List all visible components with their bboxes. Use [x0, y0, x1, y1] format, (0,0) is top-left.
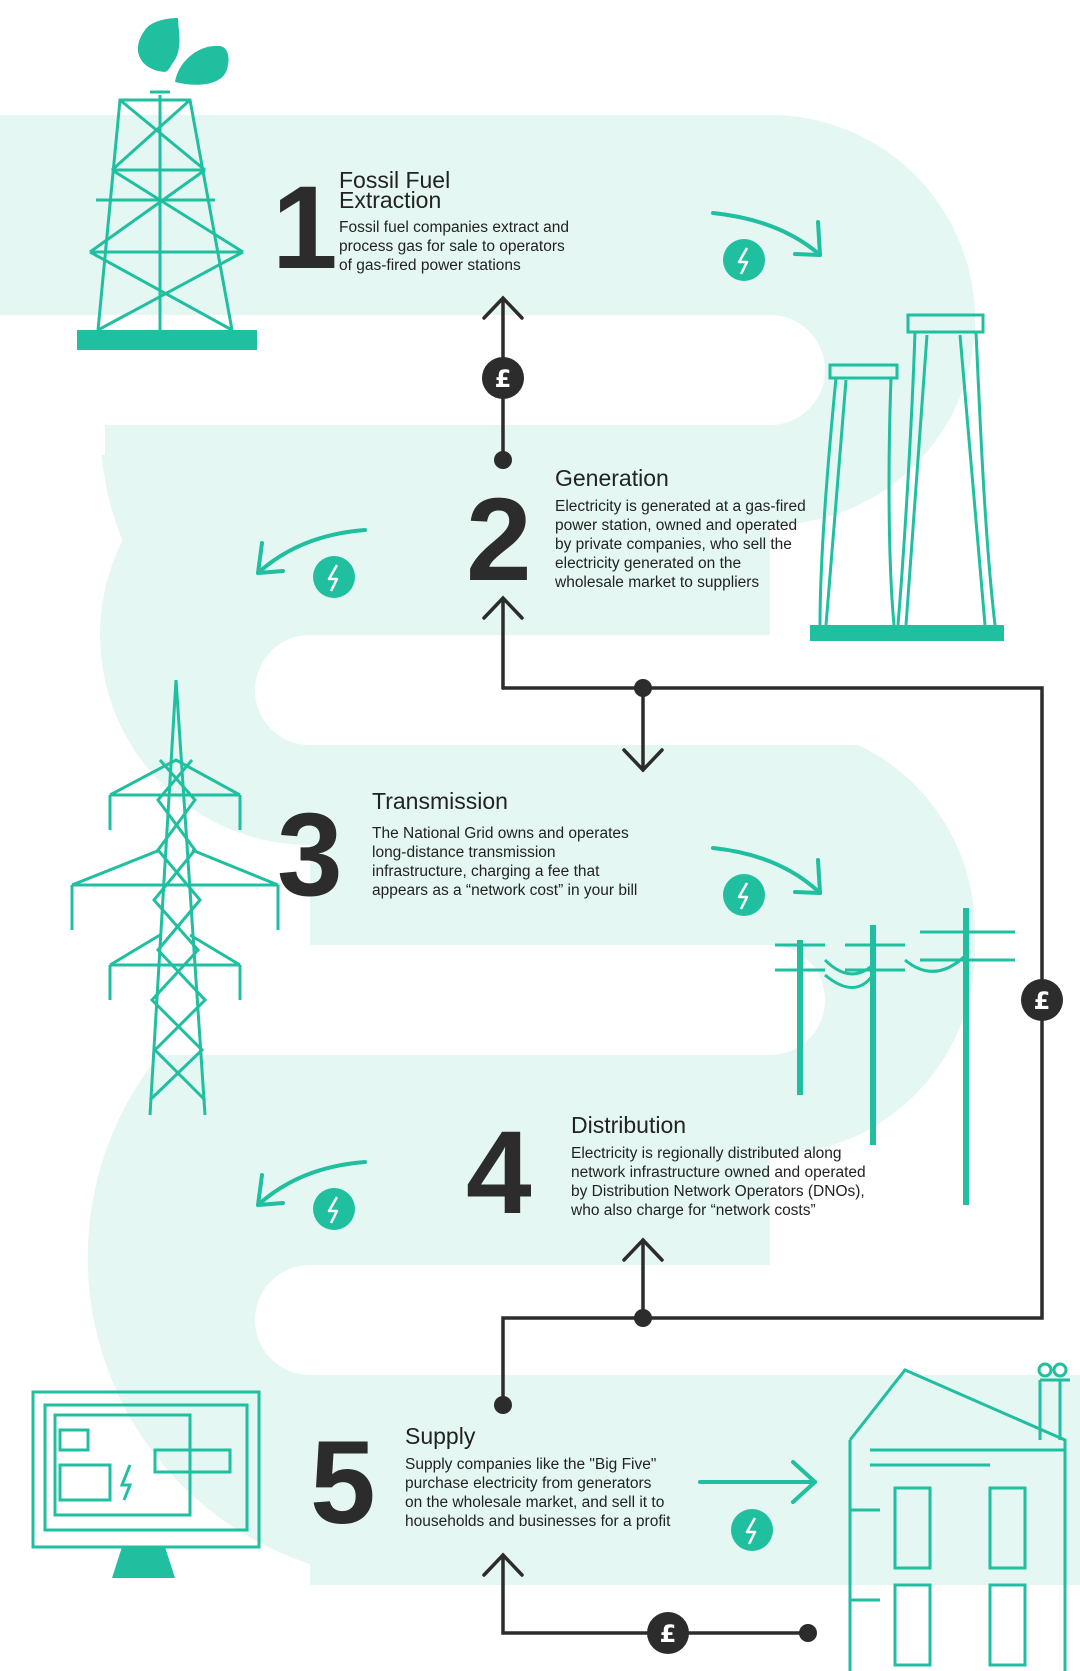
pound-badge: £ [1021, 979, 1063, 1021]
cooling-towers-illustration [818, 313, 997, 626]
stage-4: 4 Distribution Electricity is regionally… [466, 1107, 866, 1239]
energy-arrow-2-to-3 [256, 528, 367, 575]
stage-number: 3 [277, 789, 343, 921]
stage-description: who also charge for “network costs” [570, 1202, 816, 1219]
stage-description: long-distance transmission [372, 844, 556, 861]
stage-description: The National Grid owns and operates [372, 825, 629, 842]
gas-derrick-illustration [89, 49, 244, 332]
money-line-customer-to-supply [501, 1553, 810, 1635]
stage-title: Transmission [372, 788, 508, 814]
stage-title: Fossil Fuel [339, 167, 450, 193]
derrick-base [77, 330, 257, 350]
computer-illustration [31, 1390, 261, 1549]
pound-badge: £ [482, 357, 524, 399]
stage-description: network infrastructure owned and operate… [571, 1164, 866, 1181]
stage-description: purchase electricity from generators [405, 1475, 652, 1492]
house-illustration [848, 1362, 1070, 1671]
stage-description: by Distribution Network Operators (DNOs)… [571, 1183, 865, 1200]
distribution-poles-illustration [775, 908, 1015, 1205]
stage-number: 5 [310, 1417, 376, 1549]
stage-description: power station, owned and operated [555, 517, 797, 534]
stage-5: 5 Supply Supply companies like the "Big … [310, 1417, 671, 1549]
stage-description: Electricity is generated at a gas-fired [555, 498, 806, 515]
stage-description: Fossil fuel companies extract and [339, 219, 569, 236]
gas-droplet-icon [175, 45, 229, 85]
stage-title: Distribution [571, 1112, 686, 1138]
pound-sign-icon: £ [1034, 987, 1051, 1015]
energy-arrow-3-to-4 [711, 846, 822, 895]
stage-title: Extraction [339, 187, 441, 213]
stage-title: Supply [405, 1423, 476, 1449]
stage-description: electricity generated on the [555, 555, 741, 572]
computer-stand [112, 1547, 175, 1578]
pound-sign-icon: £ [495, 365, 512, 393]
stage-description: on the wholesale market, and sell it to [405, 1494, 664, 1511]
money-flow-lines [482, 295, 1044, 1635]
stage-description: of gas-fired power stations [339, 257, 521, 274]
lightning-bolt-icon [327, 247, 757, 1545]
energy-flow-arrows [256, 211, 822, 1504]
money-nodes [494, 451, 817, 1642]
stage-description: appears as a “network cost” in your bill [372, 882, 637, 899]
lightning-badges [313, 239, 773, 1551]
stage-number: 4 [466, 1107, 532, 1239]
energy-arrow-4-to-5 [256, 1160, 367, 1207]
stage-2: 2 Generation Electricity is generated at… [466, 465, 806, 606]
pound-badge: £ [647, 1612, 689, 1654]
stage-number: 1 [272, 162, 338, 294]
cooling-towers-base [810, 625, 1004, 641]
stage-description: by private companies, who sell the [555, 536, 792, 553]
stage-description: households and businesses for a profit [405, 1513, 671, 1530]
stage-title: Generation [555, 465, 669, 491]
stage-number: 2 [466, 474, 532, 606]
transmission-pylon-illustration [70, 679, 280, 1116]
stage-1: 1 Fossil Fuel Extraction Fossil fuel com… [272, 162, 569, 294]
energy-arrow-1-to-2 [711, 211, 822, 257]
stage-3: 3 Transmission The National Grid owns an… [277, 788, 637, 921]
pound-sign-icon: £ [660, 1620, 677, 1648]
stage-description: wholesale market to suppliers [554, 574, 759, 591]
stage-description: infrastructure, charging a fee that [372, 863, 600, 880]
stage-description: process gas for sale to operators [339, 238, 565, 255]
gas-droplet-icon [137, 18, 180, 72]
stage-description: Supply companies like the "Big Five" [405, 1456, 656, 1473]
stage-description: Electricity is regionally distributed al… [571, 1145, 842, 1162]
